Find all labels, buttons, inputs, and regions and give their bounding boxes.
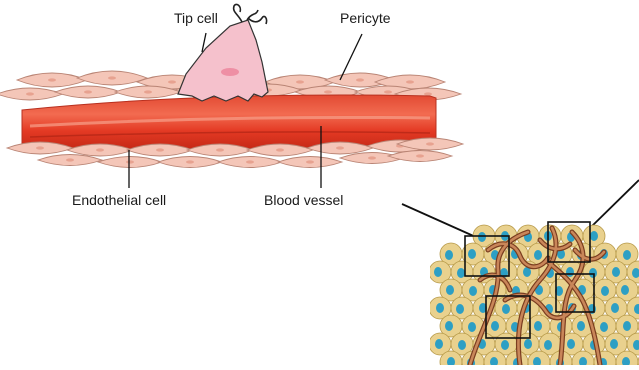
pericyte-cell	[17, 73, 87, 87]
label-pericyte: Pericyte	[340, 10, 391, 26]
endothelial-cell	[98, 157, 162, 168]
label-tip-cell: Tip cell	[174, 10, 218, 26]
pericyte-cell	[77, 71, 147, 85]
tip-cell-nucleus	[221, 68, 239, 76]
endothelial-cell	[38, 155, 102, 166]
endothelial-cell	[55, 86, 121, 98]
label-blood-vessel: Blood vessel	[264, 192, 343, 208]
blood-vessel	[22, 95, 436, 150]
tumor-mass	[429, 222, 639, 365]
endothelial-cell	[218, 157, 282, 168]
endothelial-cell	[278, 157, 342, 168]
endothelial-cell	[0, 88, 63, 100]
label-endothelial-cell: Endothelial cell	[72, 192, 166, 208]
endothelial-cell	[158, 157, 222, 168]
